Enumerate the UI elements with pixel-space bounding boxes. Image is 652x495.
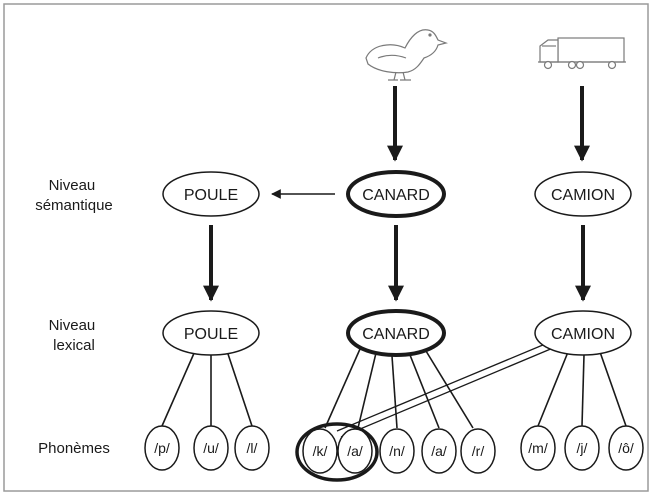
phoneme-canard-3-label: /n/ bbox=[389, 443, 405, 459]
level-label-lexical-line2: lexical bbox=[53, 337, 95, 354]
level-label-phonemes: Phonèmes bbox=[38, 440, 110, 457]
phoneme-canard-2-label: /a/ bbox=[347, 443, 363, 459]
phoneme-camion-3-label: /ô/ bbox=[618, 440, 634, 456]
lexical-node-camion: CAMION bbox=[534, 310, 632, 356]
phoneme-camion-2-label: /j/ bbox=[577, 440, 588, 456]
semantic-node-poule: POULE bbox=[162, 171, 260, 217]
semantic-node-camion-label: CAMION bbox=[551, 187, 615, 204]
phoneme-camion-3: /ô/ bbox=[608, 425, 644, 471]
lexical-node-poule-label: POULE bbox=[184, 326, 238, 343]
phoneme-camion-1: /m/ bbox=[520, 425, 556, 471]
phoneme-poule-1: /p/ bbox=[144, 425, 180, 471]
lexical-node-canard: CANARD bbox=[346, 309, 446, 357]
level-label-lexical: Niveau lexical bbox=[49, 317, 100, 354]
phoneme-camion-1-label: /m/ bbox=[528, 440, 548, 456]
phoneme-links bbox=[161, 348, 627, 429]
semantic-node-canard: CANARD bbox=[346, 170, 446, 218]
phoneme-poule-1-label: /p/ bbox=[154, 440, 170, 456]
level-label-lexical-line1: Niveau bbox=[49, 317, 96, 334]
phoneme-poule-3: /l/ bbox=[234, 425, 270, 471]
level-label-semantic-line1: Niveau bbox=[49, 177, 96, 194]
lexical-node-canard-label: CANARD bbox=[362, 326, 430, 343]
diagram-frame bbox=[3, 3, 649, 492]
phoneme-ka-highlight bbox=[295, 422, 379, 482]
phoneme-canard-4-label: /a/ bbox=[431, 443, 447, 459]
level-label-semantic-line2: sémantique bbox=[35, 197, 113, 214]
lexical-node-poule: POULE bbox=[162, 310, 260, 356]
semantic-node-poule-label: POULE bbox=[184, 187, 238, 204]
camion-to-ka-double-link bbox=[336, 341, 554, 438]
phoneme-poule-2-label: /u/ bbox=[203, 440, 219, 456]
phoneme-canard-1: /k/ bbox=[302, 428, 338, 474]
phoneme-camion-2: /j/ bbox=[564, 425, 600, 471]
truck-icon bbox=[538, 37, 626, 70]
phoneme-canard-5-label: /r/ bbox=[472, 443, 485, 459]
phoneme-canard-1-label: /k/ bbox=[313, 443, 328, 459]
phoneme-canard-4: /a/ bbox=[421, 428, 457, 474]
phoneme-poule-3-label: /l/ bbox=[247, 440, 258, 456]
lexical-node-camion-label: CAMION bbox=[551, 326, 615, 343]
semantic-node-camion: CAMION bbox=[534, 171, 632, 217]
phoneme-canard-3: /n/ bbox=[379, 428, 415, 474]
phoneme-canard-2: /a/ bbox=[337, 428, 373, 474]
duck-icon bbox=[365, 29, 449, 81]
level-label-semantic: Niveau sémantique bbox=[35, 177, 113, 214]
phoneme-poule-2: /u/ bbox=[193, 425, 229, 471]
phoneme-canard-5: /r/ bbox=[460, 428, 496, 474]
activation-arrows bbox=[203, 86, 591, 302]
semantic-node-canard-label: CANARD bbox=[362, 187, 430, 204]
